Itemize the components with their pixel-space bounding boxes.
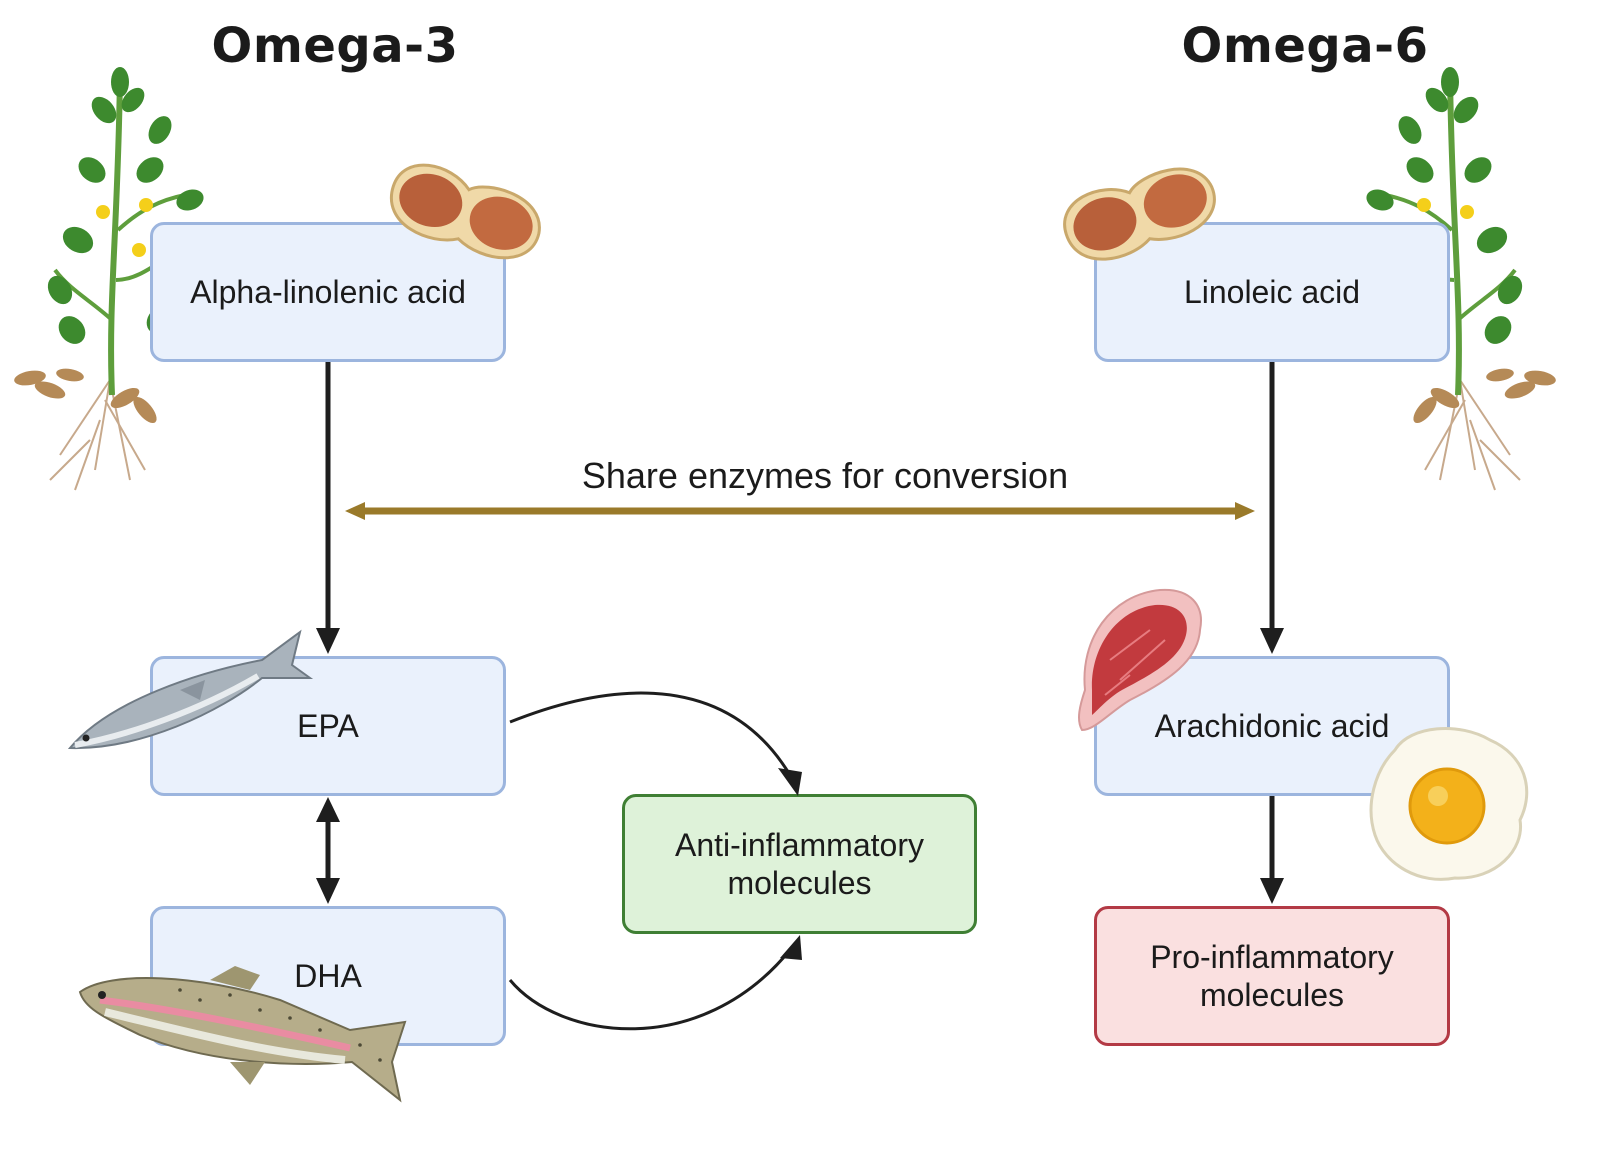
omega-3-heading: Omega-3 [211,18,459,74]
salmon-icon [67,629,314,750]
node-linoleic-acid: Linoleic acid [1094,222,1450,362]
arrow-ala-to-epa [316,362,340,654]
node-alpha-linolenic-acid: Alpha-linolenic acid [150,222,506,362]
omega-6-heading: Omega-6 [1181,18,1429,74]
arrow-aa-to-pro [1260,796,1284,904]
arrow-epa-dha [316,797,340,904]
arrow-dha-to-anti [508,935,802,1031]
arrow-epa-to-anti [509,691,802,796]
peanut-icon [390,163,541,260]
peanut-icon [1063,167,1216,261]
trout-icon [78,966,407,1103]
node-pro-inflammatory-molecules: Pro-inflammatory molecules [1094,906,1450,1046]
fried-egg-icon [1369,727,1529,881]
arrow-shared-enzymes [345,502,1255,520]
node-anti-inflammatory-molecules: Anti-inflammatory molecules [622,794,977,934]
shared-enzymes-label: Share enzymes for conversion [581,455,1069,496]
arrow-la-to-aa [1260,362,1284,654]
steak-icon [1077,588,1202,732]
